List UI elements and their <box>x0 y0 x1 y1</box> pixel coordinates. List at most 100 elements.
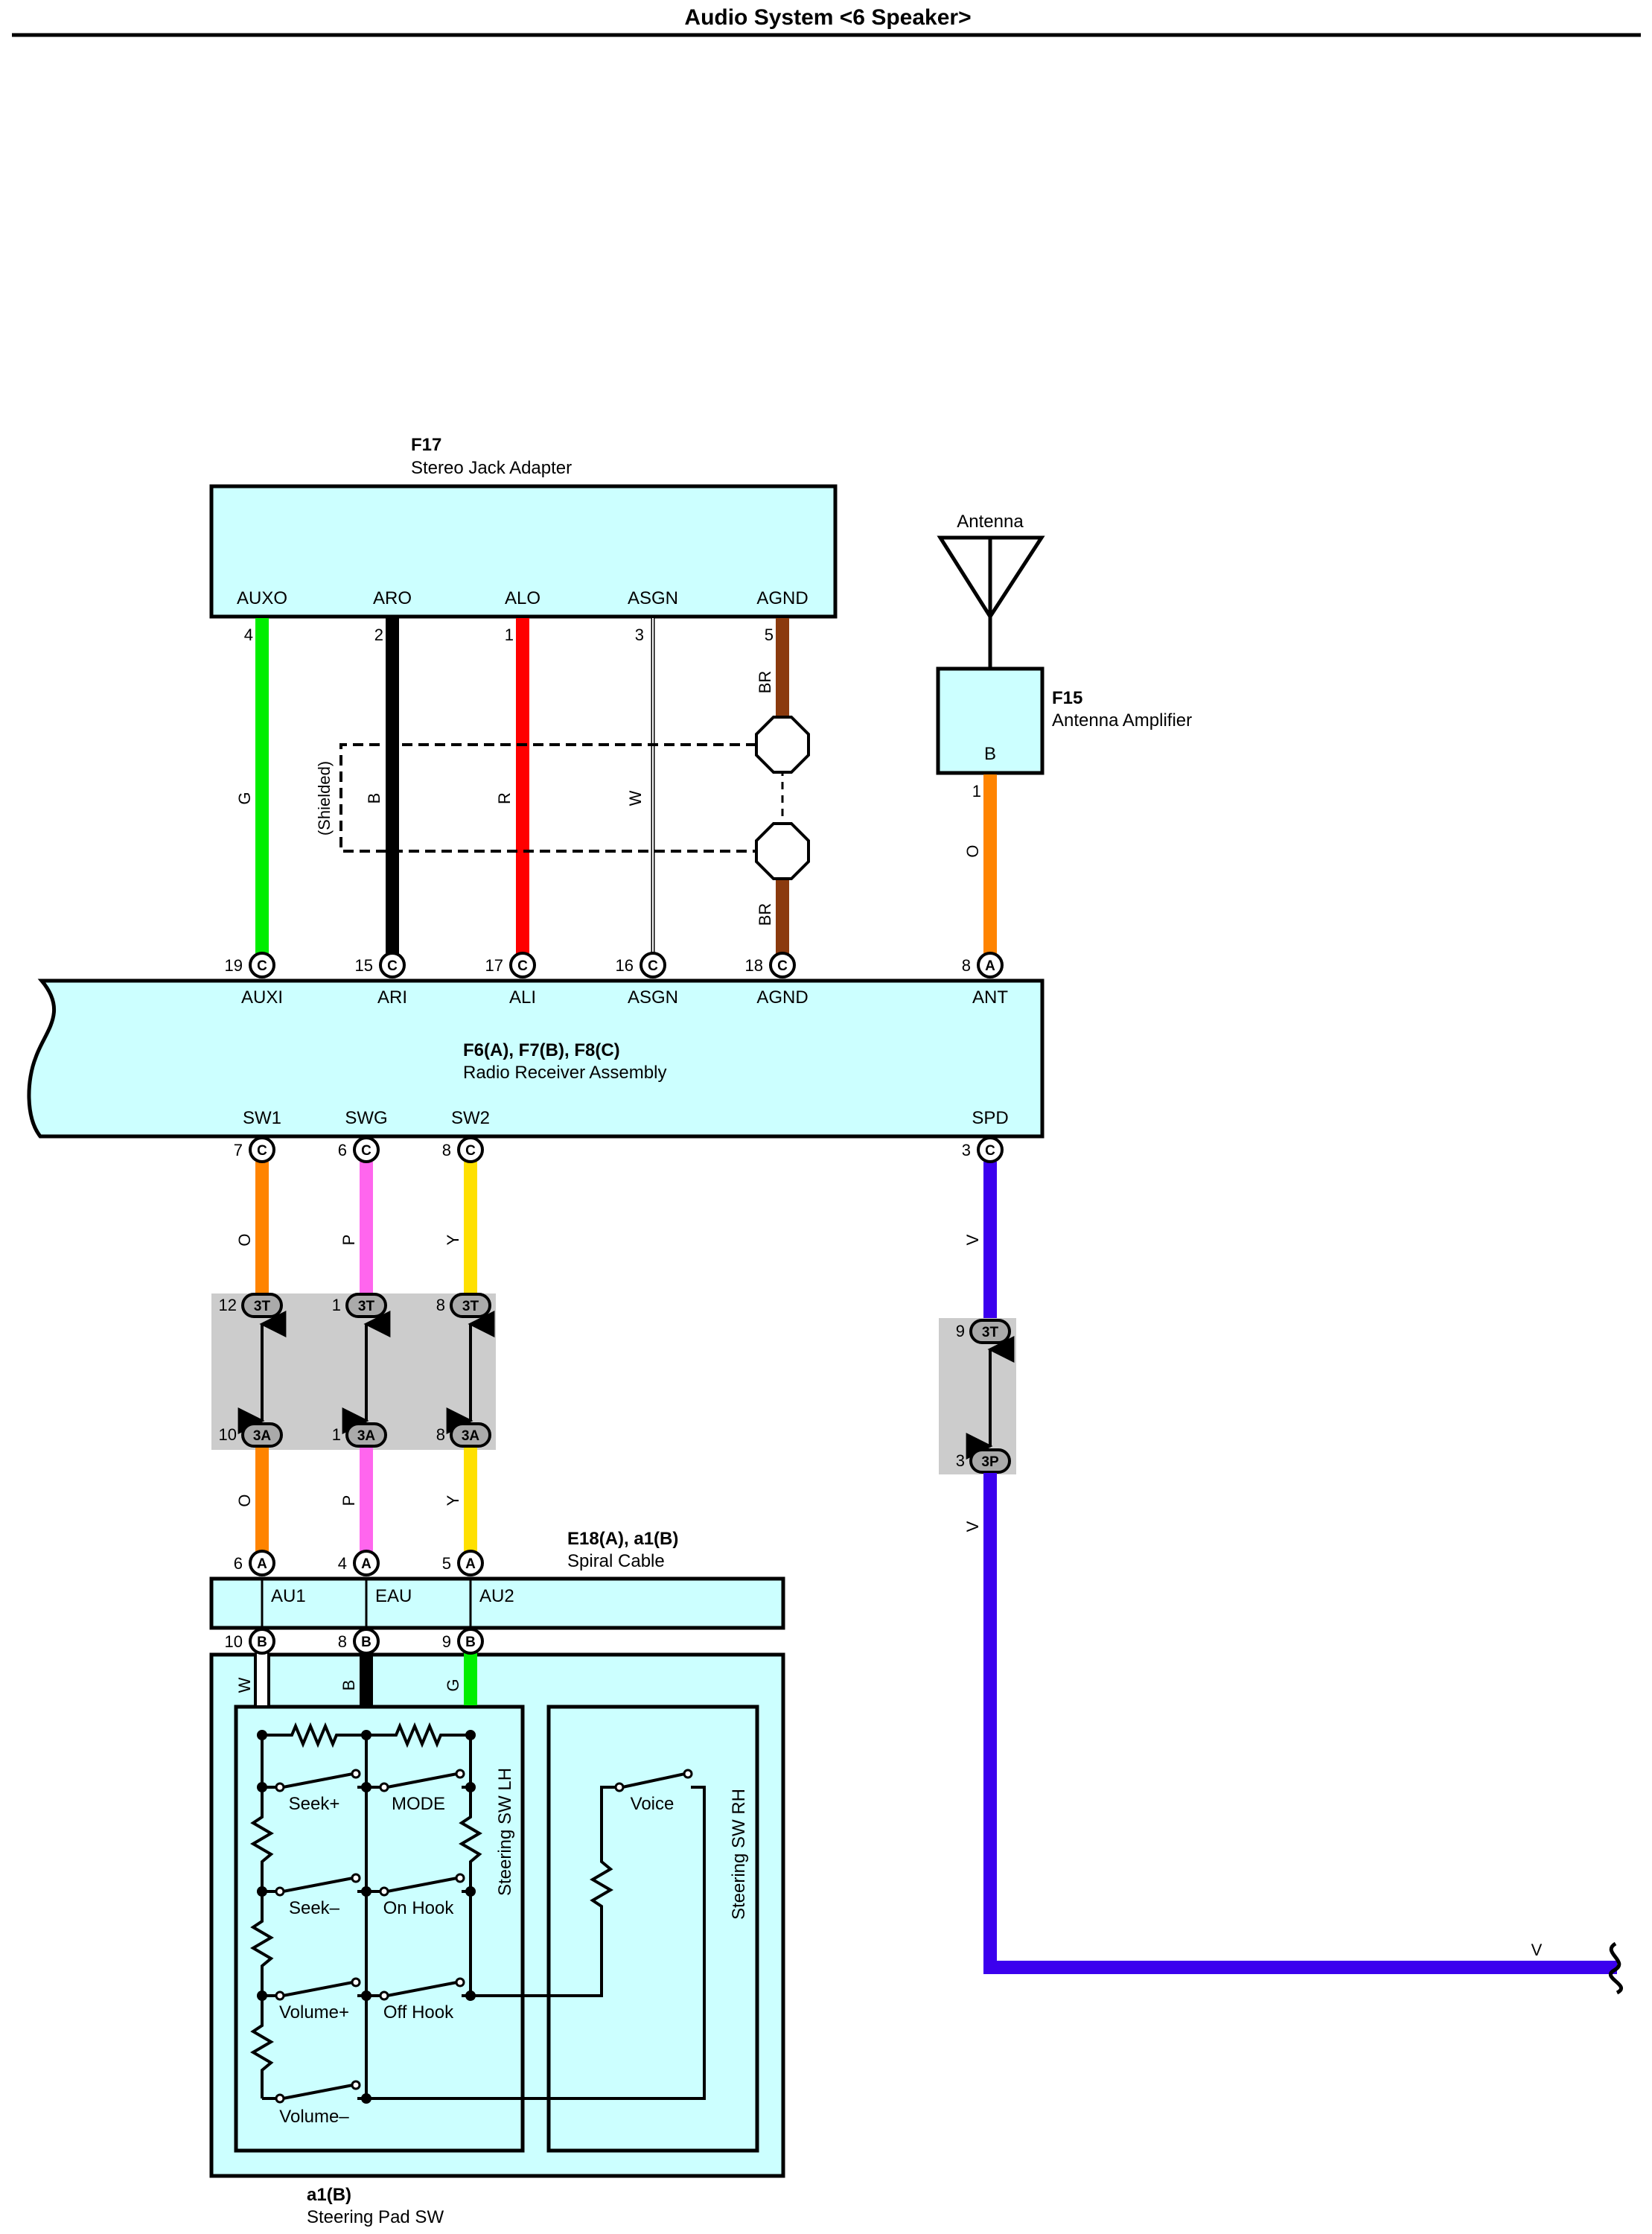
radio-bottom-connector-sw2: 8 C <box>442 1136 484 1163</box>
spiral-label-eau: EAU <box>375 1586 412 1606</box>
spiral-top-conn-au2: A <box>465 1556 476 1572</box>
color-code-au2: G <box>444 1678 462 1691</box>
radio-receiver-box <box>27 978 1045 1139</box>
color-code-sw1-lower: O <box>235 1494 254 1506</box>
radio-conn-ali: C <box>517 958 528 974</box>
radio-bottom-connector-swg: 6 C <box>338 1136 380 1163</box>
spiral-bottom-pin-au1: 10 B <box>225 1628 275 1655</box>
junction-num-spd-top: 9 <box>956 1322 965 1340</box>
spiral-code: E18(A), a1(B) <box>567 1529 678 1549</box>
stereo-jack-code: F17 <box>411 435 441 455</box>
color-code-sw2-upper: Y <box>444 1234 462 1245</box>
radio-conn-ant: A <box>985 958 995 974</box>
radio-top-connector-ant: 8 A <box>962 952 1004 978</box>
spiral-bottom-conn-au1: B <box>257 1635 267 1650</box>
radio-pin-label-ari: ARI <box>377 987 407 1008</box>
pin-label-alo: ALO <box>505 588 540 608</box>
color-code-eau: B <box>339 1680 358 1691</box>
steering-pad-code: a1(B) <box>307 2185 351 2205</box>
radio-pin-label-asgn: ASGN <box>628 987 678 1008</box>
radio-top-connector-auxi: 19 C <box>225 952 275 978</box>
switch-label-seek-plus: Seek+ <box>289 1794 340 1814</box>
radio-pin-num-asgn: 16 <box>616 956 634 975</box>
steering-pad-name: Steering Pad SW <box>307 2207 444 2227</box>
color-code-alo: R <box>495 792 514 804</box>
radio-pin-num-ali: 17 <box>485 956 503 975</box>
radio-pin-num-swg: 6 <box>338 1141 347 1159</box>
junction-num-swg-bottom: 1 <box>332 1425 341 1444</box>
radio-pin-label-agnd: AGND <box>756 987 808 1008</box>
radio-pin-label-ant: ANT <box>972 987 1008 1008</box>
spiral-bottom-pin-eau: 8 B <box>338 1628 380 1655</box>
wire-spd-v-lower <box>983 1473 1617 1974</box>
color-code-aro: B <box>365 793 383 804</box>
spiral-name: Spiral Cable <box>567 1551 665 1571</box>
antenna-label: Antenna <box>957 512 1024 532</box>
junction-pin-swg-bottom: 1 3A <box>332 1422 387 1448</box>
radio-pin-label-sw2: SW2 <box>451 1108 490 1128</box>
spiral-bottom-num-au2: 9 <box>442 1632 451 1651</box>
switch-contacts <box>275 1769 693 2104</box>
antenna-amp-code: F15 <box>1052 688 1082 708</box>
wire-break-symbol <box>1608 1941 1624 1995</box>
antenna-amp-name: Antenna Amplifier <box>1052 710 1192 731</box>
spiral-top-num-eau: 4 <box>338 1554 347 1573</box>
junction-code-spd-bottom: 3P <box>981 1454 999 1470</box>
radio-pin-label-spd: SPD <box>972 1108 1008 1128</box>
pin-label-agnd-top: AGND <box>756 588 808 608</box>
junction-num-swg-top: 1 <box>332 1296 341 1314</box>
junction-num-sw2-top: 8 <box>436 1296 445 1314</box>
color-code-spd-lower: V <box>963 1521 982 1532</box>
color-code-auxo: G <box>235 792 254 804</box>
junction-num-sw2-bottom: 8 <box>436 1425 445 1444</box>
pin-num-alo: 1 <box>505 626 514 644</box>
radio-pin-num-sw1: 7 <box>234 1141 243 1159</box>
spiral-label-au2: AU2 <box>479 1586 514 1606</box>
stereo-jack-name: Stereo Jack Adapter <box>411 458 572 478</box>
junction-code-sw1-bottom: 3A <box>253 1428 272 1444</box>
antenna-amp-pin-num: 1 <box>972 782 981 801</box>
color-code-swg-lower: P <box>339 1495 358 1506</box>
steering-sw-rh-label: Steering SW RH <box>729 1789 749 1920</box>
spiral-top-num-au2: 5 <box>442 1554 451 1573</box>
steering-sw-rh-box <box>546 1705 759 2153</box>
pin-label-asgn-top: ASGN <box>628 588 678 608</box>
steering-sw-lh-box <box>234 1705 525 2153</box>
radio-pin-num-agnd: 18 <box>745 956 763 975</box>
spiral-bottom-pin-au2: 9 B <box>442 1628 484 1655</box>
radio-top-connector-agnd: 18 C <box>745 952 796 978</box>
spiral-bottom-num-au1: 10 <box>225 1632 243 1651</box>
junction-code-swg-top: 3T <box>358 1299 375 1314</box>
spiral-top-pin-au1: 6 A <box>234 1550 275 1576</box>
radio-conn-sw1: C <box>257 1143 267 1159</box>
steering-sw-lh-label: Steering SW LH <box>495 1768 515 1896</box>
spiral-top-conn-au1: A <box>257 1556 267 1572</box>
radio-pin-num-sw2: 8 <box>442 1141 451 1159</box>
junction-pin-spd-bottom: 3 3P <box>956 1448 1011 1474</box>
junction-pin-sw2-top: 8 3T <box>436 1293 491 1318</box>
steering-circuit-nodes <box>257 1730 476 2104</box>
radio-bottom-connector-sw1: 7 C <box>234 1136 275 1163</box>
spiral-top-pin-au2: 5 A <box>442 1550 484 1576</box>
shield-boundary <box>339 743 756 853</box>
antenna-amp-pin-label: B <box>984 744 996 764</box>
radio-top-connector-asgn: 16 C <box>616 952 666 978</box>
spiral-top-num-au1: 6 <box>234 1554 243 1573</box>
radio-conn-sw2: C <box>465 1143 476 1159</box>
spiral-bottom-num-eau: 8 <box>338 1632 347 1651</box>
junction-pin-sw1-bottom: 10 3A <box>219 1422 283 1448</box>
radio-conn-asgn: C <box>648 958 658 974</box>
junction-code-sw1-top: 3T <box>254 1299 271 1314</box>
color-code-au1: W <box>235 1677 254 1693</box>
radio-top-connector-ari: 15 C <box>355 952 406 978</box>
shield-ground-octagon-upper <box>755 716 810 774</box>
color-code-swg-upper: P <box>339 1235 358 1246</box>
steering-lh-circuit <box>250 1722 706 2100</box>
radio-pin-num-ant: 8 <box>962 956 971 975</box>
spiral-bottom-conn-au2: B <box>465 1635 476 1650</box>
pin-num-agnd-top: 5 <box>765 626 774 644</box>
pin-label-auxo: AUXO <box>237 588 287 608</box>
color-code-sw1-upper: O <box>235 1233 254 1246</box>
radio-pin-label-swg: SWG <box>345 1108 387 1128</box>
